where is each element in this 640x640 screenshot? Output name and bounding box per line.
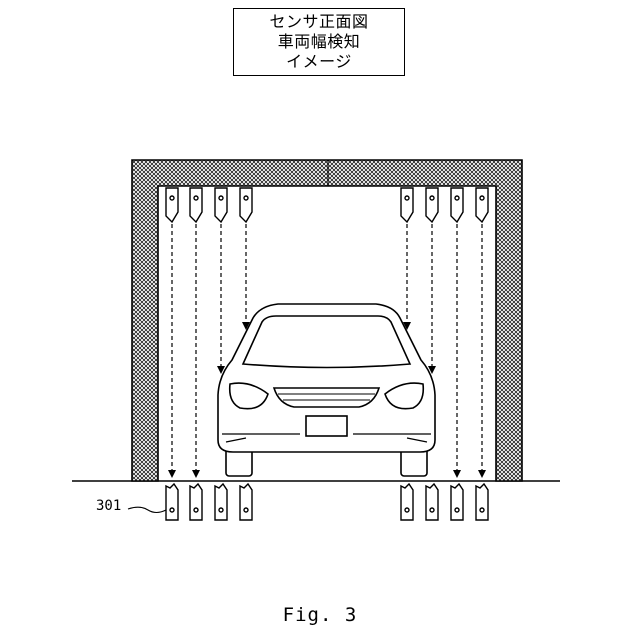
upper-sensor-right-4 xyxy=(476,188,488,222)
upper-sensor-left-4 xyxy=(240,188,252,222)
upper-sensor-left-3 xyxy=(215,188,227,222)
lower-sensor-left-4 xyxy=(240,484,252,520)
lower-sensors xyxy=(166,484,488,520)
lower-sensor-left-1 xyxy=(166,484,178,520)
lower-sensor-right-4 xyxy=(476,484,488,520)
title-line-3: イメージ xyxy=(286,52,352,72)
car-body xyxy=(218,304,435,452)
lower-sensor-right-1 xyxy=(401,484,413,520)
lower-sensor-left-2 xyxy=(190,484,202,520)
upper-sensor-right-3 xyxy=(451,188,463,222)
upper-sensor-left-1 xyxy=(166,188,178,222)
upper-sensors xyxy=(166,188,488,222)
upper-sensor-left-2 xyxy=(190,188,202,222)
title-line-2: 車両幅検知 xyxy=(278,32,361,52)
vehicle xyxy=(218,304,435,476)
upper-sensor-right-1 xyxy=(401,188,413,222)
reference-numeral: 301 xyxy=(96,498,121,514)
reference-leader-line xyxy=(128,507,166,512)
title-box: センサ正面図 車両幅検知 イメージ xyxy=(233,8,405,76)
lower-sensor-right-3 xyxy=(451,484,463,520)
lower-sensor-right-2 xyxy=(426,484,438,520)
lower-sensor-left-3 xyxy=(215,484,227,520)
upper-sensor-right-2 xyxy=(426,188,438,222)
figure-caption: Fig. 3 xyxy=(0,604,640,626)
title-line-1: センサ正面図 xyxy=(269,12,368,32)
